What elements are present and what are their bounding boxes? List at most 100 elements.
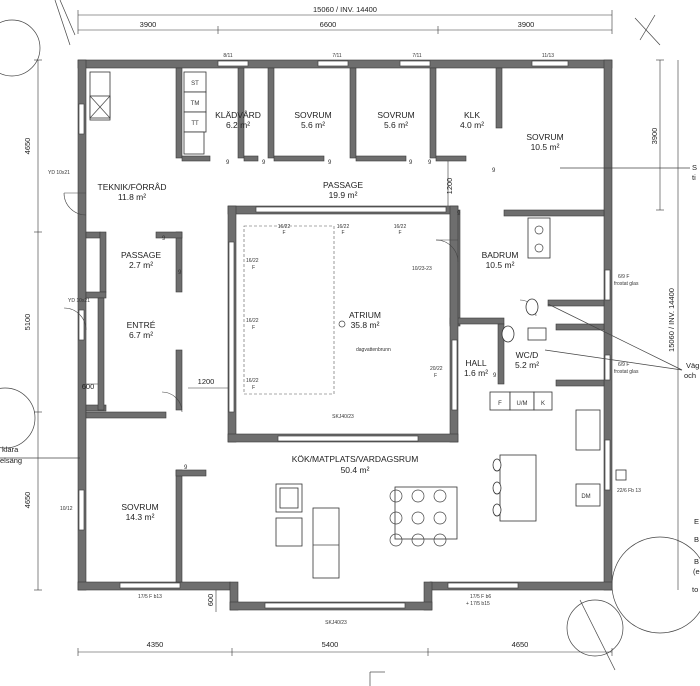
room-kok-name: KÖK/MATPLATS/VARDAGSRUM — [292, 454, 419, 464]
room-wcd-area: 5.2 m² — [515, 360, 539, 370]
annot-f-t1: F — [282, 230, 285, 236]
fixtures — [89, 71, 627, 579]
edge-b2: B — [694, 557, 699, 566]
room-klk-name: KLK — [464, 110, 480, 120]
annot-16-22-t2: 16/22 — [337, 224, 350, 230]
annot-nine-3: 9 — [328, 160, 332, 166]
annot-6-9a: 6/9 F — [618, 274, 629, 280]
interior-walls — [85, 67, 605, 583]
dim-right-seg: 3900 — [650, 128, 659, 145]
dim-left-1: 4650 — [23, 138, 32, 155]
room-entre-name: ENTRÉ — [127, 320, 156, 330]
dim-bottom-3: 4650 — [512, 640, 529, 649]
dim-top-total: 15060 / INV. 14400 — [313, 5, 377, 14]
edge-b1: B — [694, 535, 699, 544]
dim-left-2: 5100 — [23, 314, 32, 331]
room-atrium-area: 35.8 m² — [351, 320, 380, 330]
annot-7-11a: 7/11 — [332, 53, 342, 59]
annot-16-22-l2: 16/22 — [246, 318, 259, 324]
dim-top-3: 3900 — [518, 20, 535, 29]
room-atrium-name: ATRIUM — [349, 310, 381, 320]
dimension-texts: 15060 / INV. 14400 3900 6600 3900 4350 5… — [23, 5, 676, 649]
annot-f-t3: F — [398, 230, 401, 236]
annot-nine-10: 9 — [184, 465, 188, 471]
room-passage-top-name: PASSAGE — [323, 180, 363, 190]
annot-nine-9: 9 — [178, 270, 182, 276]
dim-top-1: 3900 — [140, 20, 157, 29]
edge-ti: ti — [692, 173, 696, 182]
appliance-labels: ST TM TT F U/M K DM — [191, 81, 591, 500]
room-sovrum2-name: SOVRUM — [377, 110, 414, 120]
annot-f-l1: F — [252, 265, 255, 271]
room-wcd-name: WC/D — [516, 350, 539, 360]
annot-skj-atrium: SKJ40/23 — [332, 414, 354, 420]
annot-nine-11: 9 — [493, 373, 497, 379]
room-sovrum1-area: 5.6 m² — [301, 120, 325, 130]
annot-frostat-a: frostat glas — [614, 281, 639, 287]
room-passage-top-area: 19.9 m² — [329, 190, 358, 200]
edge-sang: elsäng — [0, 456, 22, 465]
annot-11-13: 11/13 — [542, 53, 554, 59]
room-kok-area: 50.4 m² — [341, 465, 370, 475]
edge-vag: Väg — [686, 361, 699, 370]
annot-f-l3: F — [252, 385, 255, 391]
room-klk-area: 4.0 m² — [460, 120, 484, 130]
annot-17-5-b6: 17/5 F b6 — [470, 594, 491, 600]
appliance-tm: TM — [191, 101, 200, 107]
annot-nine-4: 9 — [409, 160, 413, 166]
tree-bottom-right — [611, 536, 700, 634]
edge-to: to — [692, 585, 698, 594]
annot-17-5-b13: 17/5 F b13 — [138, 594, 162, 600]
edge-e2: (e — [693, 567, 700, 576]
room-sovrum3-area: 10.5 m² — [531, 142, 560, 152]
edge-klara: klara — [2, 445, 19, 454]
room-sovrum4-name: SOVRUM — [121, 502, 158, 512]
annot-frostat-b: frostat glas — [614, 369, 639, 375]
annot-6-9b: 6/9 F — [618, 362, 629, 368]
dim-right-total: 15060 / INV. 14400 — [667, 288, 676, 352]
annot-nine-5: 9 — [428, 160, 432, 166]
room-teknik-area: 11.8 m² — [118, 192, 146, 202]
room-teknik-name: TEKNIK/FÖRRÅD — [98, 182, 167, 192]
annotations: YD 10x21 YD 10x21 8/11 7/11 7/11 11/13 1… — [0, 53, 700, 626]
annot-dagvatten: dagvattenbrunn — [356, 347, 391, 353]
annot-nine-1: 9 — [226, 160, 230, 166]
annot-10-23: 10/23-23 — [412, 266, 432, 272]
dim-600-left: 600 — [82, 382, 95, 391]
dim-1200-h: 1200 — [198, 377, 215, 386]
annot-16-22-l3: 16/22 — [246, 378, 259, 384]
annot-skj-bottom: SKJ40/23 — [325, 620, 347, 626]
edge-s: S — [692, 163, 697, 172]
dim-bottom-1: 4350 — [147, 640, 164, 649]
annot-fb13: 22/6 Fb 13 — [617, 488, 641, 494]
drain-icon — [338, 320, 346, 328]
annot-20-22: 20/22 — [430, 366, 443, 372]
dimension-lines — [34, 10, 679, 656]
appliance-um: U/M — [517, 401, 528, 407]
edge-och: och — [684, 371, 696, 380]
annot-16-22-l1: 16/22 — [246, 258, 259, 264]
annot-16-22-t1: 16/22 — [278, 224, 291, 230]
appliance-tt: TT — [191, 121, 199, 127]
annot-f-r: F — [434, 373, 437, 379]
exterior-windows — [78, 60, 611, 609]
room-passage-left-area: 2.7 m² — [129, 260, 153, 270]
annot-yd1: YD 10x21 — [48, 170, 70, 176]
room-badrum-area: 10.5 m² — [486, 260, 515, 270]
appliance-f: F — [498, 401, 502, 407]
dim-top-2: 6600 — [320, 20, 337, 29]
room-hall-area: 1.6 m² — [464, 368, 488, 378]
room-hall-name: HALL — [465, 358, 487, 368]
room-passage-left-name: PASSAGE — [121, 250, 161, 260]
room-sovrum3-name: SOVRUM — [526, 132, 563, 142]
appliance-k: K — [541, 401, 545, 407]
annot-nine-6: 9 — [492, 168, 496, 174]
tree-top-left — [0, 19, 41, 77]
appliance-dm: DM — [581, 494, 590, 500]
annot-7-11b: 7/11 — [412, 53, 422, 59]
annot-nine-8: 9 — [162, 236, 166, 242]
annot-nine-7: 9 — [457, 211, 461, 217]
atrium-walls — [227, 205, 459, 443]
room-kladvard-area: 6.2 m² — [226, 120, 250, 130]
